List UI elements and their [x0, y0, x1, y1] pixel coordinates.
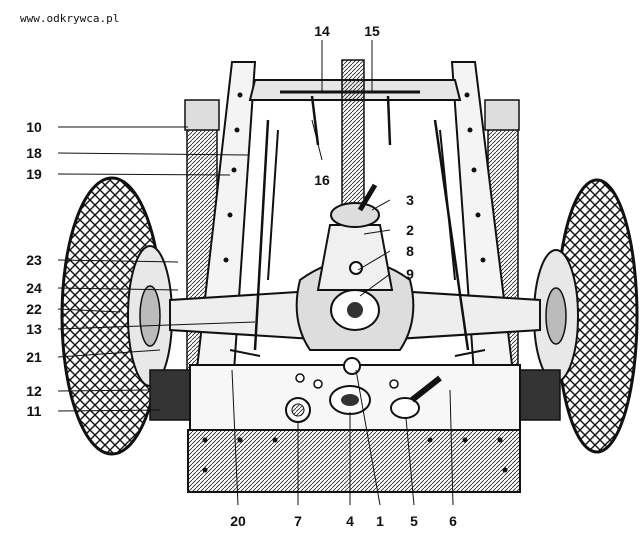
brake-rods	[229, 95, 486, 357]
callout-2: 2	[406, 222, 414, 238]
callout-24: 24	[26, 280, 42, 296]
callout-7: 7	[294, 513, 302, 529]
callout-13: 13	[26, 321, 42, 337]
callout-15: 15	[364, 23, 380, 39]
callout-3: 3	[406, 192, 414, 208]
callout-14: 14	[314, 23, 330, 39]
callout-5: 5	[410, 513, 418, 529]
callout-16: 16	[314, 172, 330, 188]
callout-21: 21	[26, 349, 42, 365]
rear-cross-member	[187, 364, 521, 493]
callout-4: 4	[346, 513, 354, 529]
propeller-shaft	[316, 59, 394, 291]
watermark-text: www.odkrywca.pl	[20, 12, 119, 25]
callout-18: 18	[26, 145, 42, 161]
callout-19: 19	[26, 166, 42, 182]
callout-1: 1	[376, 513, 384, 529]
callout-9: 9	[406, 266, 414, 282]
callout-labels: 10 18 19 23 24 22 13 21 12 11 14 15 16 3…	[26, 23, 457, 529]
callout-10: 10	[26, 119, 42, 135]
callout-20: 20	[230, 513, 246, 529]
callout-11: 11	[27, 403, 42, 419]
callout-23: 23	[26, 252, 42, 268]
callout-22: 22	[26, 301, 42, 317]
callout-12: 12	[26, 383, 42, 399]
leader-lines	[57, 40, 454, 506]
callout-8: 8	[406, 243, 414, 259]
callout-6: 6	[449, 513, 457, 529]
right-wheel	[533, 178, 639, 454]
